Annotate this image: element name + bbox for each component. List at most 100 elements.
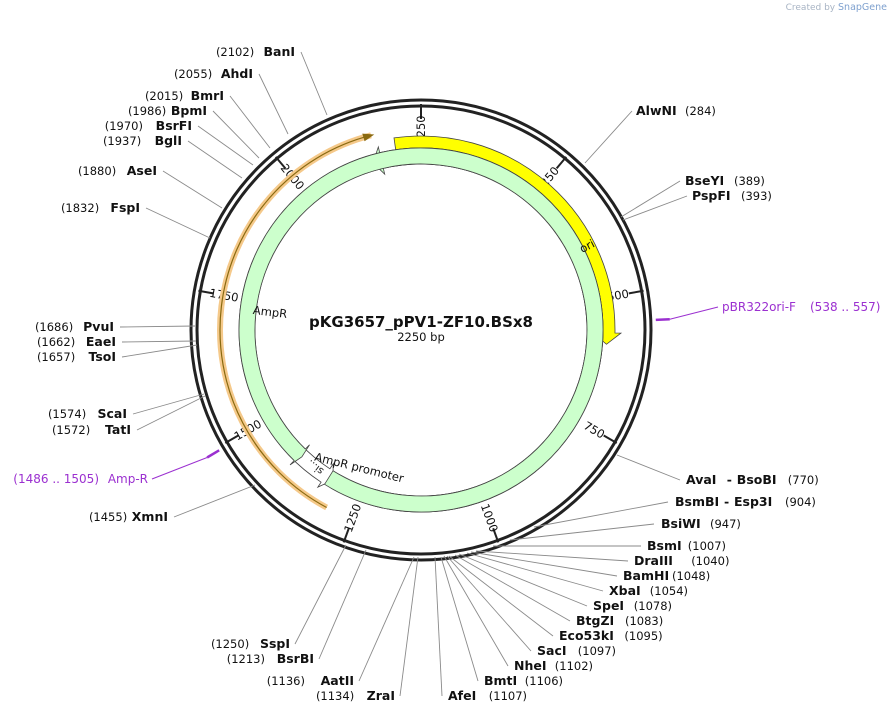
site-name-zrai[interactable]: ZraI: [367, 688, 395, 703]
leader-aatii: [358, 556, 415, 682]
site-name-afei[interactable]: AfeI: [448, 688, 476, 703]
site-name-bgli[interactable]: BglI: [155, 133, 182, 148]
site-name-aatii[interactable]: AatII: [321, 673, 354, 688]
site-name-spei[interactable]: SpeI: [593, 598, 624, 613]
site-name-bani[interactable]: BanI: [263, 44, 295, 59]
tick-label-1250: 1250: [341, 502, 364, 534]
leader-pvui: [119, 325, 196, 328]
credit: Created by SnapGene: [786, 2, 887, 13]
primer-name-Amp-R[interactable]: Amp-R: [108, 472, 148, 486]
primer-mark-Amp-R: [206, 449, 220, 459]
leader-xmni: [173, 484, 256, 518]
site-pos-bmti: (1106): [525, 674, 563, 688]
leader-tsoi: [121, 344, 198, 358]
site-name-saci[interactable]: SacI: [537, 643, 567, 658]
site-name-bseyi[interactable]: BseYI: [685, 173, 724, 188]
site-name-bmti[interactable]: BmtI: [484, 673, 517, 688]
site-pos-saci: (1097): [578, 644, 616, 658]
site-pos-bpmi: (1986): [128, 104, 166, 118]
site-name-scai[interactable]: ScaI: [98, 406, 128, 421]
leader-bpmi: [212, 110, 260, 159]
site-name-bmri[interactable]: BmrI: [191, 88, 224, 103]
site-name-asei[interactable]: AseI: [127, 163, 157, 178]
site-name-pvui[interactable]: PvuI: [83, 319, 114, 334]
site-name-esp3i[interactable]: Esp3I: [734, 494, 772, 509]
site-pos-bgli: (1937): [103, 134, 141, 148]
leader-bsrbi: [318, 549, 367, 660]
site-pos-nhei: (1102): [555, 659, 593, 673]
site-pos-asei: (1880): [78, 164, 116, 178]
leader-alwni: [584, 110, 633, 164]
site-pos-scai: (1574): [48, 407, 86, 421]
site-pos-ahdi: (2055): [174, 67, 212, 81]
leader-saci: [446, 555, 532, 652]
primer-range-pBR322ori-F: (538 .. 557): [810, 300, 880, 314]
site-pos-avai: (770): [788, 473, 819, 487]
site-pos-eco53ki: (1095): [624, 629, 662, 643]
feature-signal-sequence[interactable]: [238, 147, 604, 513]
leader-pspfi: [622, 195, 688, 221]
site-pos-btgzi: (1083): [625, 614, 663, 628]
site-pos-bseyi: (389): [734, 174, 765, 188]
tick-2000: [274, 156, 287, 170]
site-pos-bsmi: (1007): [688, 539, 726, 553]
site-pos-aatii: (1136): [267, 674, 305, 688]
site-name-sspi[interactable]: SspI: [260, 636, 290, 651]
site-pos-pspfi: (393): [741, 189, 772, 203]
site-pos-pvui: (1686): [35, 320, 73, 334]
site-name-xmni[interactable]: XmnI: [132, 509, 168, 524]
site-pos-bsrbi: (1213): [227, 652, 265, 666]
site-name-bamhi[interactable]: BamHI: [623, 568, 669, 583]
site-name-draiii[interactable]: DraIII: [634, 553, 673, 568]
leader-sspi: [294, 544, 347, 645]
primer-leader-Amp-R: [151, 457, 208, 480]
leader-afei: [434, 556, 443, 697]
leader-bani: [300, 51, 328, 116]
site-name-tati[interactable]: TatI: [105, 422, 131, 437]
site-pos-bamhi: (1048): [672, 569, 710, 583]
site-pos-draiii: (1040): [691, 554, 729, 568]
leader-bseyi: [620, 180, 681, 218]
site-name-ahdi[interactable]: AhdI: [221, 66, 253, 81]
site-name-pspfi[interactable]: PspFI: [692, 188, 731, 203]
site-name-nhei[interactable]: NheI: [514, 658, 547, 673]
primer-marks: pBR322ori-F(538 .. 557)Amp-R(1486 .. 150…: [13, 300, 880, 486]
site-name-eco53ki[interactable]: Eco53kI: [559, 628, 614, 643]
site-name-bsmbi[interactable]: BsmBI: [675, 494, 719, 509]
leader-scai: [132, 393, 205, 415]
leader-bsrfi: [197, 125, 254, 166]
site-name-xbai[interactable]: XbaI: [609, 583, 641, 598]
tick-1250: [342, 527, 350, 543]
site-pos-tati: (1572): [52, 423, 90, 437]
site-name-bsiwi[interactable]: BsiWI: [661, 516, 701, 531]
site-pos-bani: (2102): [216, 45, 254, 59]
site-name-bpmi[interactable]: BpmI: [171, 103, 207, 118]
leader-spei: [458, 553, 588, 607]
leader-bmti: [440, 556, 479, 682]
site-pos-zrai: (1134): [316, 689, 354, 703]
site-name-avai[interactable]: AvaI: [686, 472, 716, 487]
leader-xbai: [466, 552, 604, 592]
site-pos-sspi: (1250): [211, 637, 249, 651]
site-name-bsobi[interactable]: BsoBI: [737, 472, 777, 487]
site-name-tsoi[interactable]: TsoI: [88, 349, 116, 364]
site-name-btgzi[interactable]: BtgZI: [576, 613, 614, 628]
credit-text: Created by: [785, 3, 836, 13]
site-pos-fspi: (1832): [61, 201, 99, 215]
plasmid-size: 2250 bp: [397, 330, 445, 344]
site-pos-tsoi: (1657): [37, 350, 75, 364]
site-name-fspi[interactable]: FspI: [110, 200, 140, 215]
site-name-alwni[interactable]: AlwNI: [636, 103, 677, 118]
site-name-bsmi[interactable]: BsmI: [647, 538, 682, 553]
tick-1750: [198, 289, 214, 295]
site-dash-bsmbi: -: [724, 494, 729, 509]
site-name-bsrfi[interactable]: BsrFI: [156, 118, 192, 133]
site-pos-bsiwi: (947): [710, 517, 741, 531]
leader-ahdi: [258, 73, 289, 135]
tick-1000: [492, 527, 500, 543]
site-name-bsrbi[interactable]: BsrBI: [277, 651, 314, 666]
site-name-eaei[interactable]: EaeI: [86, 334, 116, 349]
leader-fspi: [145, 207, 211, 239]
primer-name-pBR322ori-F[interactable]: pBR322ori-F: [722, 300, 796, 314]
